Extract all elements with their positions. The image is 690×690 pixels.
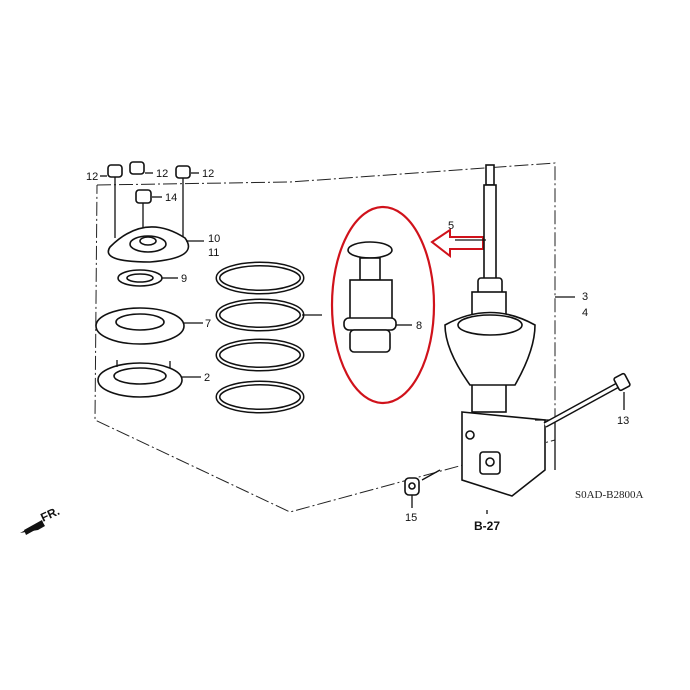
upper-mount-icon [107,226,190,263]
callout-11: 11 [208,247,219,259]
spring-seat-icon [95,307,185,345]
flange-nut-icon [404,469,441,508]
callout-15: 15 [405,512,417,524]
bearing-icon [117,269,163,287]
reference-label: B-27 [474,519,500,533]
highlight-arrow-icon [430,228,484,259]
callout-13: 13 [617,415,629,427]
center-nut-icon [135,189,152,228]
front-arrow-icon [20,520,45,535]
callout-10: 10 [208,233,220,245]
strut-icon [444,164,546,497]
diagram-code: S0AD-B2800A [575,489,644,501]
callout-12-right: 12 [202,168,214,180]
callout-12-left: 12 [86,171,98,183]
callout-9: 9 [181,273,187,285]
callout-12-mid: 12 [156,168,168,180]
callout-7: 7 [205,318,211,330]
lower-seat-icon [97,360,183,398]
bump-stop-icon [343,241,412,353]
bolt-icon [543,372,631,428]
callout-3: 3 [582,291,588,303]
nut-icon [107,161,191,240]
callout-8: 8 [416,320,422,332]
callout-2: 2 [204,372,210,384]
highlight-ellipse [330,205,436,405]
callout-4: 4 [582,307,588,319]
leader-lines [100,172,322,378]
coil-spring-icon [215,261,305,414]
callout-14: 14 [165,192,177,204]
front-label: FR. [38,504,61,525]
callout-5: 5 [448,220,454,232]
